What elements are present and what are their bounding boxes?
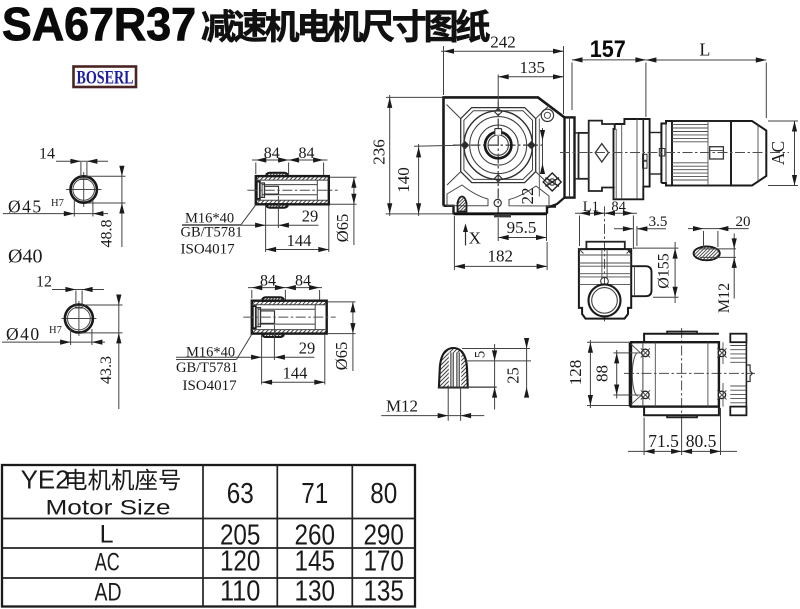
svg-text:Ø40: Ø40 <box>6 324 41 344</box>
svg-text:L: L <box>100 521 114 549</box>
svg-text:144: 144 <box>287 231 312 250</box>
svg-text:Ø155: Ø155 <box>656 253 673 289</box>
svg-text:290: 290 <box>363 520 404 552</box>
svg-text:YE2: YE2 <box>21 465 70 495</box>
svg-text:AC: AC <box>95 549 120 577</box>
svg-text:84: 84 <box>299 145 315 162</box>
svg-text:145: 145 <box>295 546 336 578</box>
svg-text:M12: M12 <box>716 283 733 313</box>
svg-text:84: 84 <box>611 199 626 215</box>
svg-text:BOSERL: BOSERL <box>77 69 134 89</box>
svg-text:128: 128 <box>566 360 585 386</box>
svg-text:84: 84 <box>260 272 276 289</box>
svg-text:205: 205 <box>220 520 261 552</box>
svg-text:22: 22 <box>518 188 537 205</box>
svg-text:ISO4017: ISO4017 <box>181 242 236 258</box>
svg-text:Ø65: Ø65 <box>332 342 351 370</box>
svg-text:GB/T5781: GB/T5781 <box>181 224 243 240</box>
svg-text:236: 236 <box>370 139 389 165</box>
svg-text:12: 12 <box>36 274 52 291</box>
svg-text:H7: H7 <box>51 198 64 209</box>
svg-text:SA67R37: SA67R37 <box>2 0 196 50</box>
svg-text:M16*40: M16*40 <box>186 345 235 361</box>
svg-text:AD: AD <box>95 579 122 607</box>
svg-text:63: 63 <box>227 478 254 510</box>
svg-text:84: 84 <box>295 272 311 289</box>
svg-text:25: 25 <box>504 367 523 384</box>
svg-text:242: 242 <box>490 33 516 52</box>
svg-text:80.5: 80.5 <box>686 431 717 451</box>
svg-text:95.5: 95.5 <box>507 218 537 237</box>
svg-text:29: 29 <box>299 339 316 358</box>
svg-text:84: 84 <box>264 145 280 162</box>
svg-text:14: 14 <box>39 146 55 163</box>
svg-text:AC: AC <box>768 141 788 165</box>
svg-text:ISO4017: ISO4017 <box>183 378 238 394</box>
svg-text:M16*40: M16*40 <box>185 211 234 227</box>
svg-text:88: 88 <box>593 365 612 382</box>
svg-text:135: 135 <box>520 58 546 77</box>
svg-text:3.5: 3.5 <box>649 214 668 230</box>
svg-text:Ø40: Ø40 <box>8 246 42 268</box>
svg-text:Ø45: Ø45 <box>8 197 43 217</box>
svg-text:L1: L1 <box>583 199 599 215</box>
svg-text:140: 140 <box>394 167 413 193</box>
svg-text:260: 260 <box>295 520 336 552</box>
svg-text:71.5: 71.5 <box>648 431 679 451</box>
svg-text:130: 130 <box>295 576 336 608</box>
svg-text:170: 170 <box>363 546 404 578</box>
svg-text:157: 157 <box>590 36 626 63</box>
svg-text:48.8: 48.8 <box>99 220 116 248</box>
svg-text:135: 135 <box>363 576 404 608</box>
svg-text:Motor Size: Motor Size <box>46 496 171 520</box>
svg-text:Ø65: Ø65 <box>333 214 352 242</box>
svg-text:182: 182 <box>488 247 514 266</box>
svg-text:43.3: 43.3 <box>98 356 115 384</box>
svg-text:71: 71 <box>301 478 328 510</box>
svg-text:80: 80 <box>370 478 397 510</box>
svg-text:5: 5 <box>473 351 489 359</box>
svg-text:H7: H7 <box>49 325 62 336</box>
svg-text:20: 20 <box>736 214 751 230</box>
svg-text:29: 29 <box>302 207 319 226</box>
svg-text:GB/T5781: GB/T5781 <box>176 360 238 376</box>
svg-text:110: 110 <box>220 576 261 608</box>
svg-text:L: L <box>699 40 710 60</box>
svg-text:X: X <box>469 229 481 248</box>
svg-text:120: 120 <box>220 546 261 578</box>
svg-text:M12: M12 <box>386 397 418 416</box>
svg-text:144: 144 <box>283 364 308 383</box>
